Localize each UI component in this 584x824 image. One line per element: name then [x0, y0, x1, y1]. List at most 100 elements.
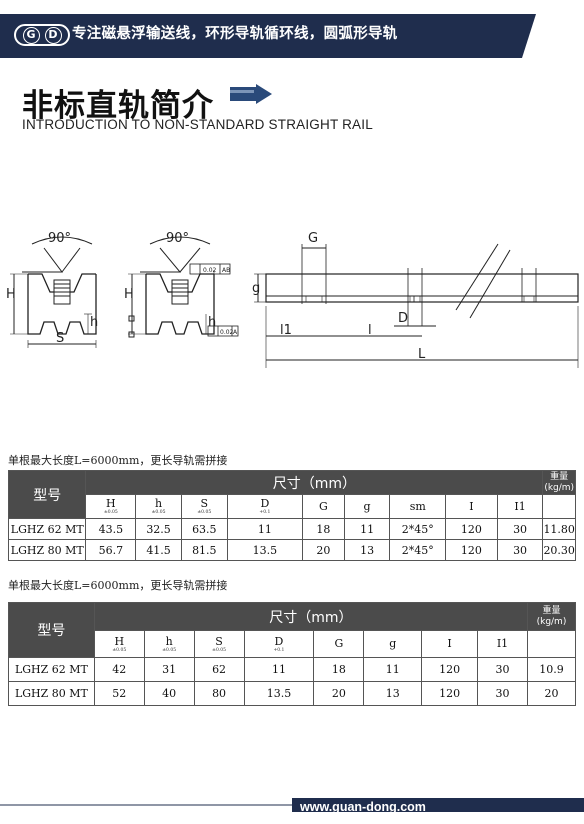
table2-col-weight: [526, 630, 577, 658]
table-cell: 13: [363, 681, 423, 706]
table-row: LGHZ 80 MT 52 40 80 13.5 20 13 120 30 20: [8, 681, 577, 706]
table-cell: 20: [313, 681, 365, 706]
table-cell: 13: [343, 539, 391, 561]
banner-shape: [0, 14, 536, 58]
table-cell: 120: [445, 518, 498, 540]
table1-note: 单根最大长度L=6000mm，更长导轨需拼接: [8, 454, 228, 467]
column-symbol: g: [389, 637, 397, 650]
middle-small-h-label: h: [208, 315, 216, 330]
table1-col-i: I: [445, 494, 498, 519]
column-symbol: I: [447, 637, 452, 650]
table-cell: 120: [421, 681, 479, 706]
table-cell: 31: [143, 657, 195, 682]
table1-col-small-g: g: [343, 494, 391, 519]
logo-letter-d: D: [44, 26, 62, 44]
table-cell: 11: [226, 518, 304, 540]
middle-angle-label: 90°: [166, 231, 189, 246]
table-cell: 11: [363, 657, 423, 682]
table-cell: 2*45°: [389, 539, 447, 561]
column-symbol: S: [200, 497, 209, 510]
column-symbol: G: [319, 499, 328, 513]
left-small-h-label: h: [90, 315, 98, 330]
table1-model-header: 型号: [7, 470, 87, 519]
table-row: LGHZ 62 MT 42 31 62 11 18 11 120 30 10.9: [8, 657, 577, 682]
table2-weight-label: 重量: [542, 605, 561, 616]
table2-col-i1: I1: [477, 630, 528, 658]
table2-col-s: S±0.05: [193, 630, 245, 658]
tolerance-label: ±0.05: [212, 647, 226, 653]
page-title: 非标直轨简介: [22, 88, 214, 124]
tolerance-2-value: 0.02: [220, 329, 234, 336]
column-symbol: D: [260, 497, 270, 510]
table2-col-g: G: [313, 630, 365, 658]
table2-col-small-g: g: [363, 630, 423, 658]
table-cell: 11.80: [542, 518, 576, 540]
table-row: LGHZ 80 MT 56.7 41.5 81.5 13.5 20 13 2*4…: [7, 539, 576, 561]
table-cell: 11: [243, 657, 315, 682]
table-cell: 52: [93, 681, 145, 706]
table2-row2-model: LGHZ 80 MT: [8, 681, 95, 706]
column-symbol: G: [334, 637, 344, 650]
header-banner: G D 专注磁悬浮输送线，环形导轨循环线，圆弧形导轨: [0, 0, 584, 58]
table1-col-d: D+0.1: [226, 494, 304, 519]
left-h-label: H: [6, 287, 16, 302]
table1-col-i1: I1: [496, 494, 544, 519]
left-section-drawing: [10, 236, 97, 348]
table-cell: 43.5: [85, 518, 137, 540]
table-cell: 20: [526, 681, 577, 706]
table-cell: 11: [343, 518, 391, 540]
table2-weight-unit: (kg/m): [536, 616, 567, 627]
table-cell: 120: [445, 539, 498, 561]
side-total-l-label: L: [418, 347, 426, 362]
column-symbol: I1: [514, 499, 526, 513]
left-s-label: S: [56, 331, 64, 346]
side-g-label: G: [308, 231, 318, 246]
logo-letter-g: G: [22, 26, 40, 44]
table-cell: 42: [93, 657, 145, 682]
column-symbol: h: [165, 634, 173, 648]
table-cell: 120: [421, 657, 479, 682]
table1-row1-model: LGHZ 62 MT: [7, 518, 87, 540]
side-l1-label: l1: [280, 323, 292, 338]
table2-col-d: D+0.1: [243, 630, 315, 658]
table2-weight-header: 重量 (kg/m): [526, 602, 577, 631]
tolerance-label: ±0.05: [197, 510, 212, 515]
spec-table-1: 型号 尺寸（mm） 重量 (kg/m) H±0.05 h±0.05 S±0.05…: [7, 470, 576, 561]
column-symbol: h: [155, 497, 163, 510]
table1-col-h: H±0.05: [85, 494, 137, 519]
table-cell: 40: [143, 681, 195, 706]
tolerance-label: +0.1: [259, 510, 271, 515]
table-cell: 81.5: [180, 539, 228, 561]
middle-section-drawing: [128, 236, 239, 338]
table1-col-sm: sm: [389, 494, 447, 519]
side-d-label: D: [398, 311, 408, 326]
middle-h-label: H: [124, 287, 134, 302]
table-cell: 20: [302, 539, 345, 561]
column-symbol: D: [274, 634, 284, 648]
footer-bar: [0, 798, 584, 812]
table2-model-header: 型号: [8, 602, 95, 658]
tolerance-label: ±0.05: [151, 510, 166, 515]
side-l-label: l: [368, 323, 372, 338]
table-cell: 18: [302, 518, 345, 540]
side-small-g-label: g: [252, 281, 260, 296]
table1-row2-model: LGHZ 80 MT: [7, 539, 87, 561]
table2-col-small-h: h±0.05: [143, 630, 195, 658]
column-symbol: I1: [496, 637, 509, 650]
tolerance-1-datum: AB: [222, 267, 230, 274]
table-cell: 13.5: [243, 681, 315, 706]
table-cell: 20.30: [542, 539, 576, 561]
table-row: LGHZ 62 MT 43.5 32.5 63.5 11 18 11 2*45°…: [7, 518, 576, 540]
tolerance-label: ±0.05: [103, 510, 118, 515]
table1-size-header: 尺寸（mm）: [85, 470, 544, 495]
table1-col-small-h: h±0.05: [135, 494, 182, 519]
table1-col-weight: [542, 494, 576, 519]
footer-website-link[interactable]: www.guan-dong.com: [300, 800, 426, 814]
tolerance-1-value: 0.02: [203, 267, 217, 274]
table1-col-s: S±0.05: [180, 494, 228, 519]
column-symbol: S: [215, 634, 223, 648]
column-symbol: I: [469, 499, 474, 513]
table1-weight-label: 重量: [550, 471, 569, 482]
table-cell: 30: [496, 539, 544, 561]
table2-note: 单根最大长度L=6000mm，更长导轨需拼接: [8, 579, 228, 592]
